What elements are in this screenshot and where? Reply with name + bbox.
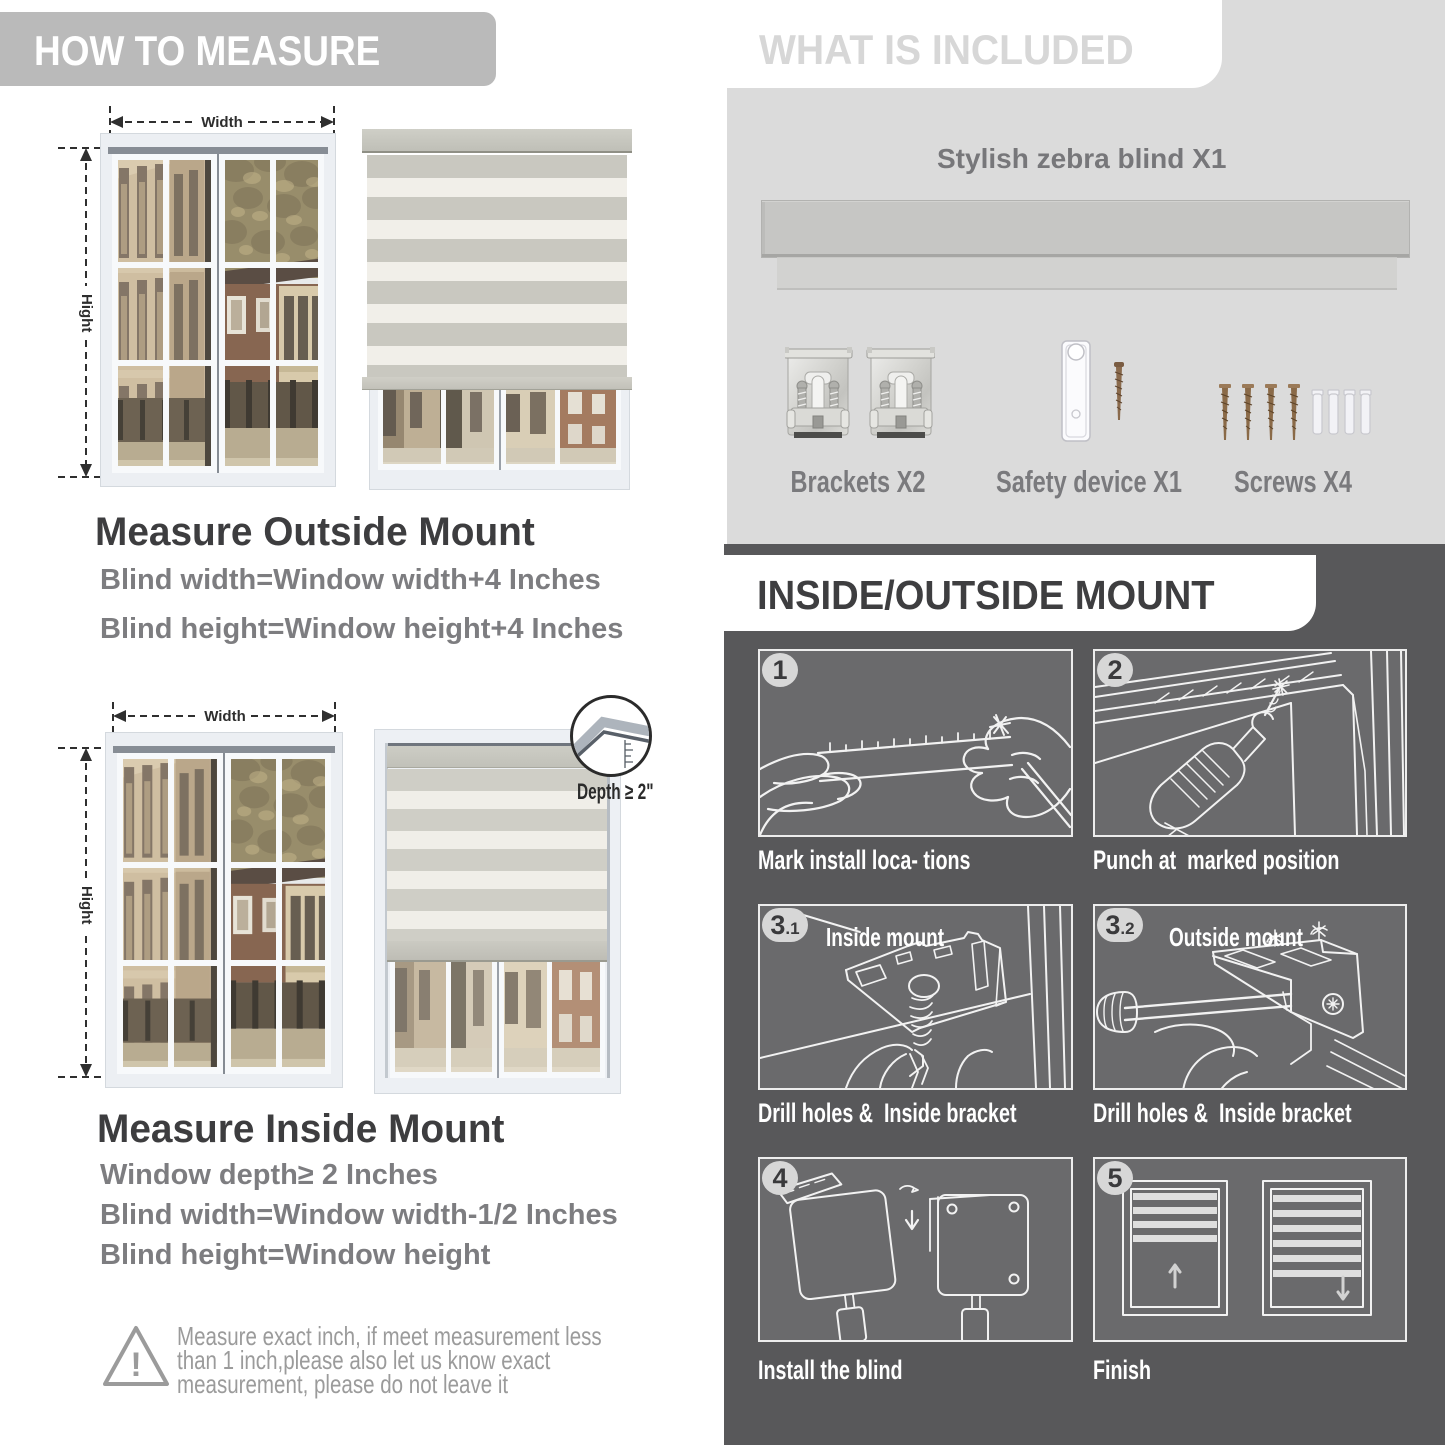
svg-text:!: ! [130,1346,141,1384]
svg-text:Width: Width [201,114,243,131]
svg-text:Width: Width [204,708,246,725]
